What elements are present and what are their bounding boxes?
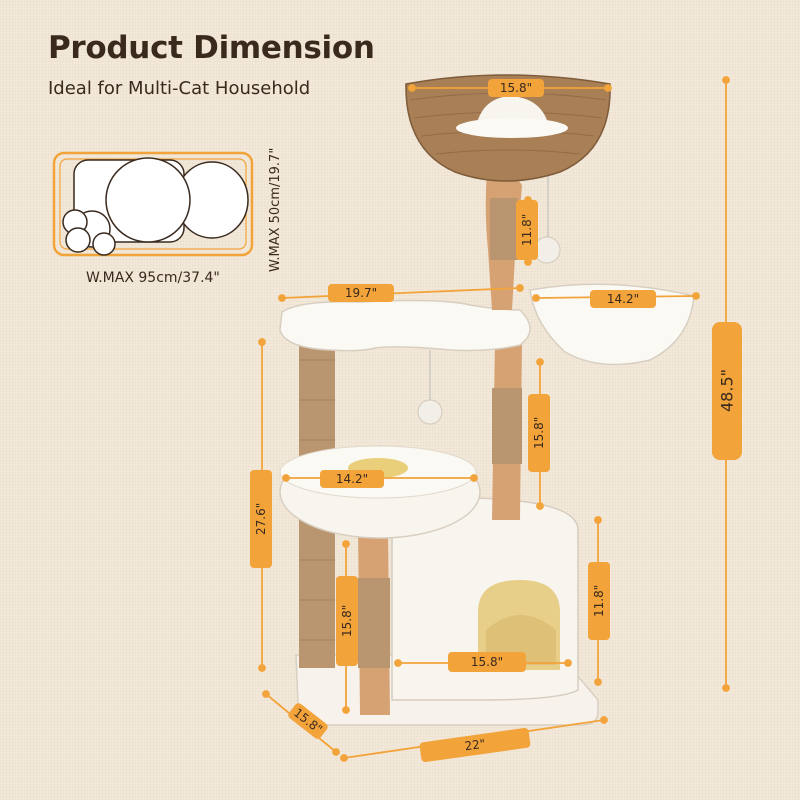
woven-basket — [405, 74, 611, 182]
upper-post-label: 11.8" — [516, 200, 538, 260]
top-platform-label: 19.7" — [328, 284, 394, 302]
middle-post-label: 15.8" — [528, 394, 550, 472]
condo-height-label: 11.8" — [588, 562, 610, 640]
lower-wood-post — [358, 525, 390, 715]
page-subtitle: Ideal for Multi-Cat Household — [48, 78, 311, 99]
left-height-label: 27.6" — [250, 470, 272, 568]
footprint-width-label: W.MAX 95cm/37.4" — [86, 270, 220, 286]
page-title: Product Dimension — [48, 30, 375, 66]
total-height-label: 48.5" — [712, 322, 742, 460]
basket-width-label: 15.8" — [488, 79, 544, 97]
round-cat-bed — [279, 445, 481, 539]
upper-branch-post — [485, 172, 561, 310]
lower-post-label: 15.8" — [336, 576, 358, 666]
condo-width-label: 15.8" — [448, 652, 526, 672]
cat-condo — [391, 497, 579, 701]
footprint-diagram — [52, 151, 254, 257]
top-platform — [279, 299, 531, 425]
footprint-depth-label: W.MAX 50cm/19.7" — [268, 147, 283, 272]
hammock-label: 14.2" — [590, 290, 656, 308]
middle-wood-post — [492, 340, 522, 520]
bed-label: 14.2" — [320, 470, 384, 488]
